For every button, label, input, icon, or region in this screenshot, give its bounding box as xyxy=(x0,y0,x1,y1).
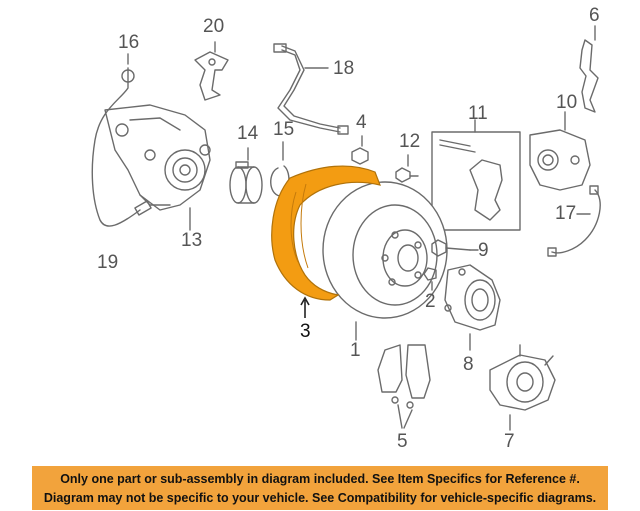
wear-sensor-wire xyxy=(547,185,601,257)
callout-2: 2 xyxy=(425,291,436,312)
wheel-hub xyxy=(489,344,556,431)
bushing xyxy=(229,147,263,204)
caliper xyxy=(529,111,591,191)
callout-19: 19 xyxy=(97,252,119,273)
brake-hose xyxy=(273,43,349,135)
callout-14: 14 xyxy=(237,123,259,144)
disclaimer-banner: Only one part or sub-assembly in diagram… xyxy=(32,466,608,510)
bolt-12 xyxy=(395,154,419,183)
callout-11: 11 xyxy=(468,103,488,124)
clip xyxy=(579,25,599,113)
splash-shield-highlighted xyxy=(271,165,381,318)
disclaimer-line-1: Only one part or sub-assembly in diagram… xyxy=(60,472,580,486)
parts-diagram xyxy=(91,25,601,431)
callout-4: 4 xyxy=(356,112,367,133)
callout-17: 17 xyxy=(555,203,577,224)
callout-18: 18 xyxy=(333,58,355,79)
bolt-4 xyxy=(351,135,369,165)
callout-16: 16 xyxy=(118,32,140,53)
callout-5: 5 xyxy=(397,431,408,452)
callout-20: 20 xyxy=(203,16,225,37)
abs-sensor-wire xyxy=(91,53,152,227)
wheel-carrier xyxy=(104,104,211,231)
callout-1: 1 xyxy=(350,340,361,361)
callout-13: 13 xyxy=(181,230,203,251)
callout-9: 9 xyxy=(478,240,489,261)
callout-3: 3 xyxy=(300,321,311,342)
callout-10: 10 xyxy=(556,92,578,113)
callout-8: 8 xyxy=(463,354,474,375)
caliper-bracket-kit xyxy=(431,119,521,231)
callout-12: 12 xyxy=(399,131,421,152)
bolt-9 xyxy=(431,239,479,257)
callout-7: 7 xyxy=(504,431,515,452)
brake-rotor xyxy=(322,181,448,341)
bracket xyxy=(194,41,229,101)
brake-pads xyxy=(377,344,431,429)
callout-15: 15 xyxy=(273,119,295,140)
callout-6: 6 xyxy=(589,5,600,26)
disclaimer-line-2: Diagram may not be specific to your vehi… xyxy=(43,491,597,505)
bolt-2 xyxy=(423,267,437,291)
wheel-bearing xyxy=(444,264,501,351)
